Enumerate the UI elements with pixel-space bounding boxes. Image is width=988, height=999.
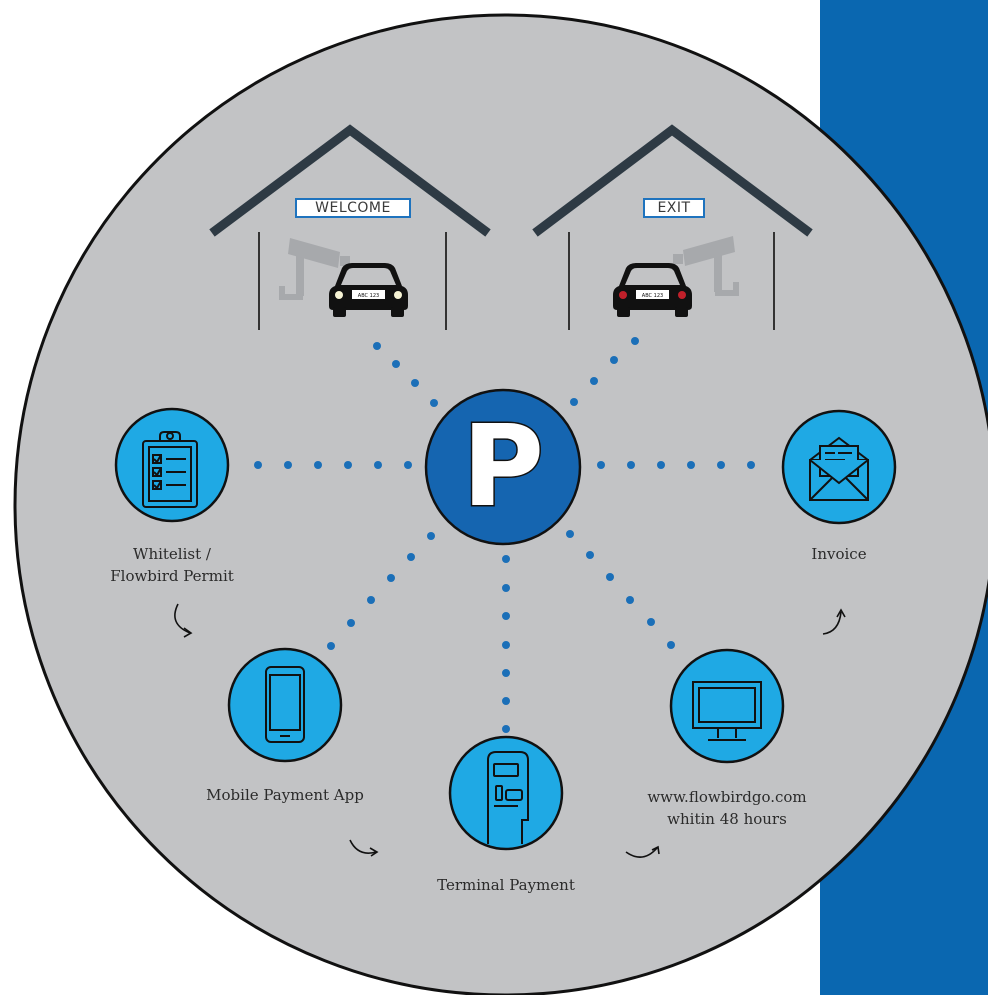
invoice-label: Invoice xyxy=(811,545,867,563)
welcome-sign: WELCOME xyxy=(295,198,411,218)
entry-roof xyxy=(209,124,491,237)
entry-garage: ABC 123 xyxy=(209,124,491,330)
flow-arrows xyxy=(174,603,846,858)
terminal-label: Terminal Payment xyxy=(437,876,575,894)
exit-camera-icon xyxy=(673,236,739,296)
curved-arrow-icon xyxy=(349,839,379,857)
web-label-line2: whitin 48 hours xyxy=(667,810,787,828)
payment-terminal-icon xyxy=(487,751,529,844)
smartphone-icon xyxy=(265,666,305,743)
exit-plate-text: ABC 123 xyxy=(642,293,663,299)
clipboard-checklist-icon xyxy=(142,431,198,508)
curved-arrow-icon xyxy=(625,845,660,858)
terminal-node xyxy=(448,735,564,851)
hub-circle xyxy=(424,388,582,546)
mobile-label: Mobile Payment App xyxy=(206,786,364,804)
entry-plate-text: ABC 123 xyxy=(358,293,379,299)
exit-garage: ABC 123 xyxy=(532,124,813,330)
web-node xyxy=(669,648,785,764)
connector-dots xyxy=(254,337,755,733)
curved-arrow-icon xyxy=(822,608,846,635)
entry-camera-icon xyxy=(279,238,350,300)
exit-sign: EXIT xyxy=(643,198,705,218)
web-label: www.flowbirdgo.com whitin 48 hours xyxy=(610,786,844,830)
curved-arrow-icon xyxy=(174,603,193,638)
parking-hub: P xyxy=(424,388,582,546)
whitelist-label-line1: Whitelist / xyxy=(133,545,211,563)
whitelist-label: Whitelist / Flowbird Permit xyxy=(72,543,272,587)
web-label-line1: www.flowbirdgo.com xyxy=(647,788,807,806)
entry-car-icon: ABC 123 xyxy=(329,263,408,317)
whitelist-label-line2: Flowbird Permit xyxy=(110,567,234,585)
exit-roof xyxy=(532,124,813,237)
whitelist-node xyxy=(114,407,230,523)
invoice-node xyxy=(781,409,897,525)
envelope-letter-icon xyxy=(809,436,869,501)
parking-p-icon: P xyxy=(462,402,544,532)
desktop-monitor-icon xyxy=(692,681,762,741)
mobile-node xyxy=(227,647,343,763)
exit-car-icon: ABC 123 xyxy=(613,263,692,317)
